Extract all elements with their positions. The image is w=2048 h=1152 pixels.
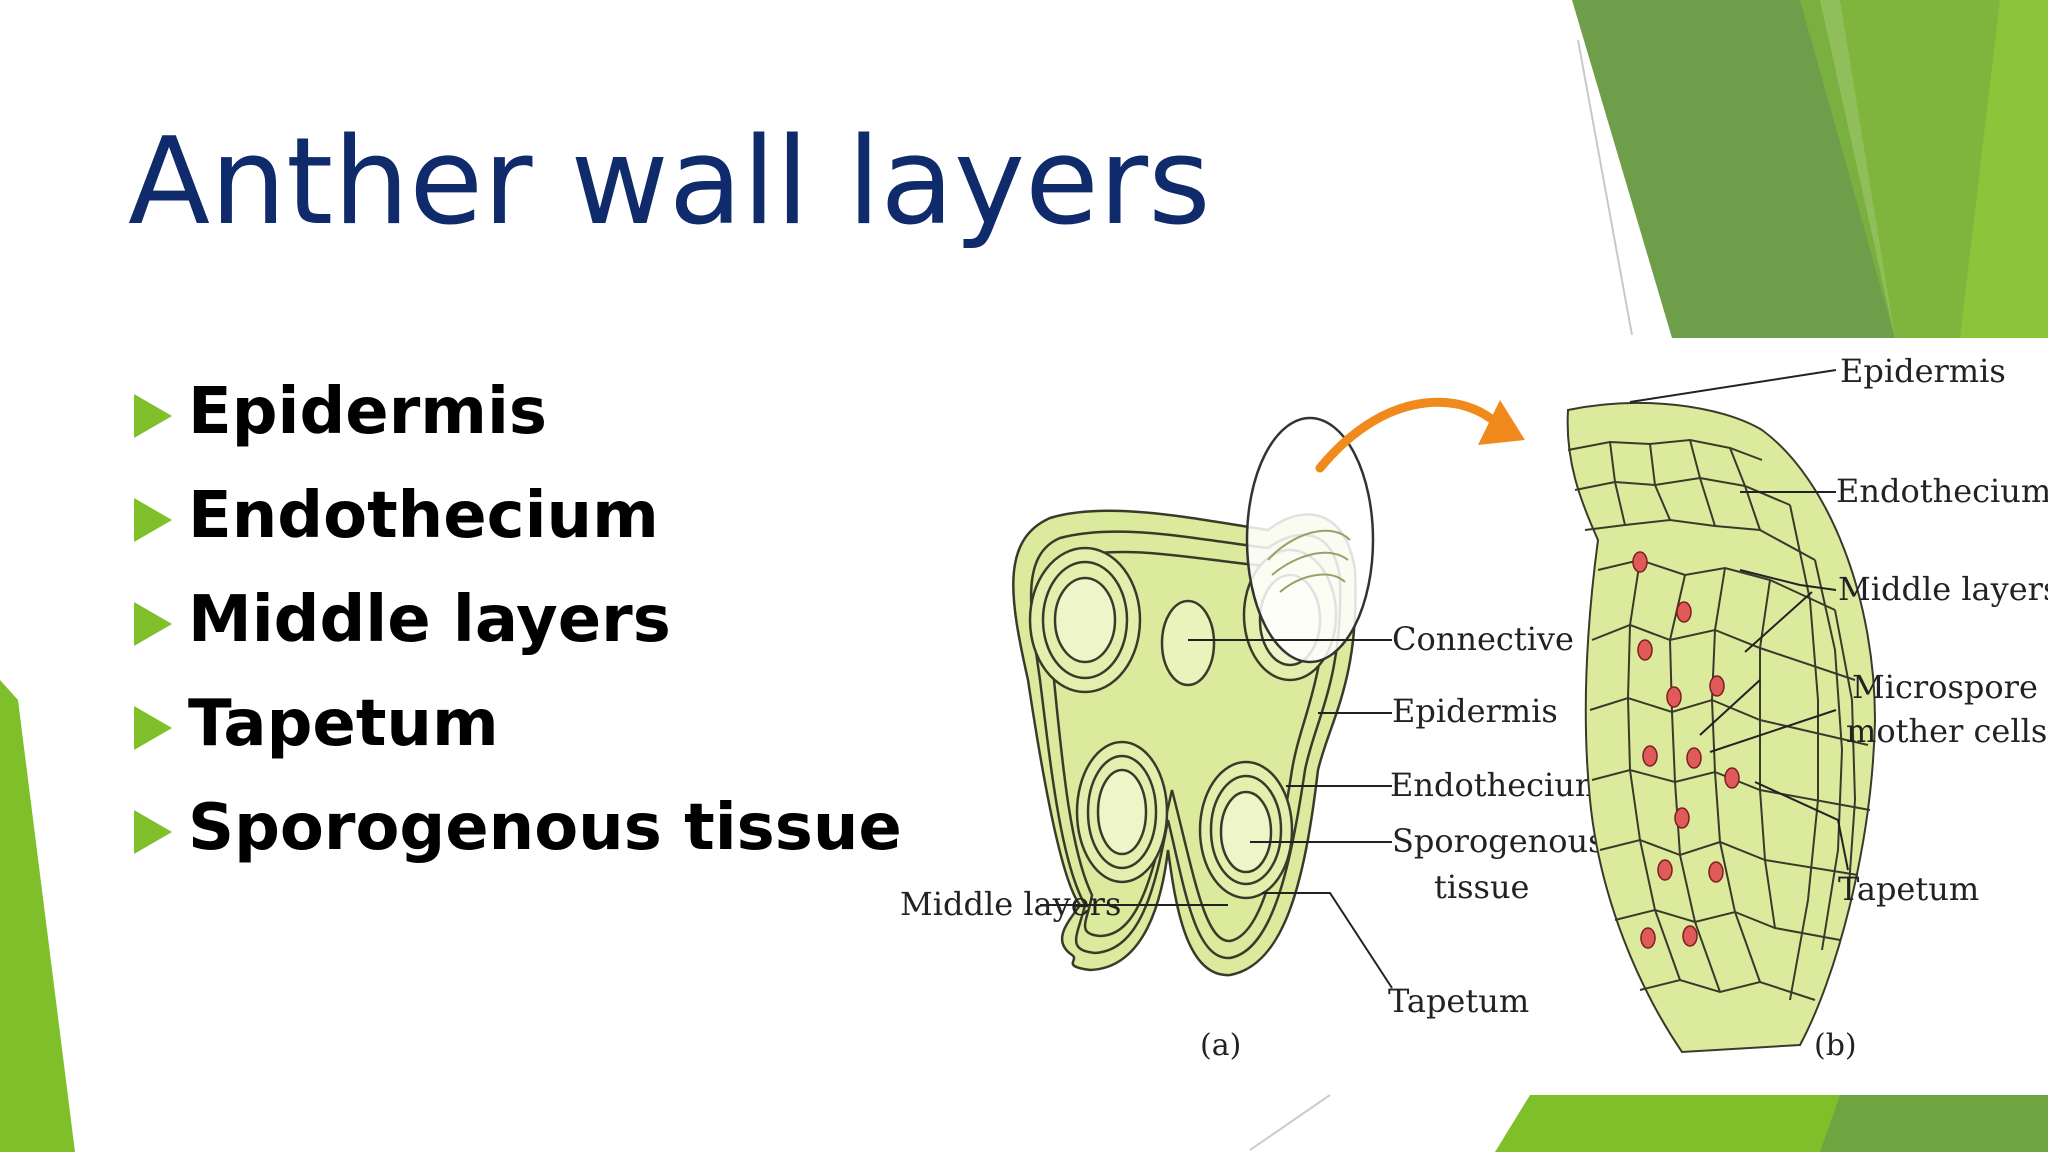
leader-lines-a <box>1040 639 1393 989</box>
deco-thin-line-bottom <box>1249 1094 1331 1151</box>
triangle-bullet-icon <box>134 602 172 646</box>
triangle-bullet-icon <box>134 498 172 542</box>
connective-tissue <box>1160 599 1216 687</box>
magnifier-arcs <box>1267 529 1351 593</box>
label-b-microspore: Microspore <box>1852 668 2038 706</box>
anther-wall-section <box>1566 401 1877 1054</box>
cell-nucleus <box>1676 601 1692 623</box>
microspore-mother-cells <box>1632 551 1740 949</box>
locule-top-left-mid <box>1041 560 1129 680</box>
bullet-text: Epidermis <box>188 375 547 449</box>
cell-nucleus <box>1640 927 1656 949</box>
cell-nucleus <box>1686 747 1702 769</box>
bullet-item: Tapetum <box>130 682 902 786</box>
bullet-item: Sporogenous tissue <box>130 786 902 890</box>
cell-nucleus <box>1682 925 1698 947</box>
label-a-epidermis: Epidermis <box>1392 692 1558 730</box>
label-a-endothecium: Endothecium <box>1390 766 1605 804</box>
locule-bottom-left-inner <box>1096 768 1148 856</box>
bullet-text: Sporogenous tissue <box>188 791 902 865</box>
deco-thin-line <box>1577 39 1633 336</box>
deco-dark-green-shape <box>1572 0 1895 338</box>
caption-a: (a) <box>1200 1028 1241 1063</box>
label-a-sporogenous: Sporogenous <box>1392 822 1605 860</box>
bullet-text: Middle layers <box>188 583 671 657</box>
magnifier-circle <box>1245 416 1375 664</box>
label-b-middle-layers: Middle layers <box>1838 570 2048 608</box>
magnify-arrow-head-icon <box>1478 400 1525 445</box>
bullet-text: Tapetum <box>188 687 499 761</box>
cell-nucleus <box>1708 861 1724 883</box>
label-a-connective: Connective <box>1392 620 1574 658</box>
cell-nucleus <box>1666 686 1682 708</box>
bullet-text: Endothecium <box>188 479 659 553</box>
triangle-bullet-icon <box>134 810 172 854</box>
locule-top-left-inner <box>1053 576 1117 664</box>
magnify-arrow <box>1315 397 1495 473</box>
slide-title: Anther wall layers <box>128 113 1211 252</box>
cell-nucleus <box>1632 551 1648 573</box>
bullet-item: Middle layers <box>130 578 902 682</box>
bullet-item: Epidermis <box>130 370 902 474</box>
label-b-tapetum: Tapetum <box>1838 870 1979 908</box>
cell-nucleus <box>1674 807 1690 829</box>
label-a-tissue: tissue <box>1434 868 1529 906</box>
bullet-item: Endothecium <box>130 474 902 578</box>
label-b-epidermis: Epidermis <box>1840 352 2006 390</box>
locule-bottom-right-inner <box>1219 790 1273 874</box>
label-a-middle-layers: Middle layers <box>900 885 1121 923</box>
triangle-bullet-icon <box>134 394 172 438</box>
leader-lines-b <box>1629 369 1849 871</box>
label-b-endothecium: Endothecium <box>1836 472 2048 510</box>
deco-mid-green-shape <box>1800 0 2000 338</box>
label-a-tapetum: Tapetum <box>1388 982 1529 1020</box>
cell-nucleus <box>1709 675 1725 697</box>
triangle-bullet-icon <box>134 706 172 750</box>
locule-bottom-right-mid <box>1209 774 1283 886</box>
caption-b: (b) <box>1814 1028 1857 1063</box>
bullet-list: Epidermis Endothecium Middle layers Tape… <box>130 370 902 890</box>
label-b-mother-cells: mother cells <box>1846 712 2047 750</box>
locule-bottom-left-mid <box>1086 754 1158 870</box>
deco-bottom-dark-shape <box>1820 1095 2048 1152</box>
cell-nucleus <box>1642 745 1658 767</box>
deco-left-green-shape <box>0 680 75 1152</box>
cell-nucleus <box>1724 767 1740 789</box>
cell-nucleus <box>1657 859 1673 881</box>
cell-nucleus <box>1637 639 1653 661</box>
